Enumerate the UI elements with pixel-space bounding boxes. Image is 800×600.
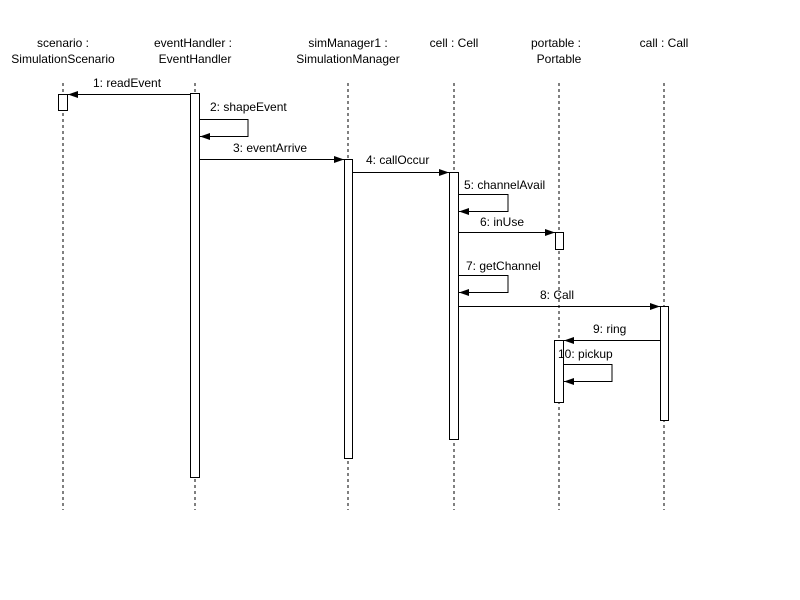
arrowhead-icon <box>334 156 344 163</box>
message-label: 6: inUse <box>480 215 524 229</box>
object-class: SimulationManager <box>296 52 399 66</box>
object-call: call : Call <box>640 36 689 50</box>
message-label: 3: eventArrive <box>233 141 307 155</box>
message-label: 1: readEvent <box>93 76 162 90</box>
message-label: 8: Call <box>540 288 574 302</box>
message-line <box>200 119 249 137</box>
message-6-inuse: 6: inUse <box>459 215 555 236</box>
object-scenario: scenario : SimulationScenario <box>11 36 115 66</box>
object-class: Portable <box>537 52 582 66</box>
message-label: 4: callOccur <box>366 153 429 167</box>
activation-portable-ring <box>554 340 564 403</box>
object-name: cell : Cell <box>430 36 479 50</box>
message-7-getchannel: 7: getChannel <box>459 259 541 296</box>
activation-eventhandler <box>190 93 200 478</box>
object-simmanager1: simManager1 : SimulationManager <box>296 36 399 66</box>
message-8-call: 8: Call <box>459 288 660 310</box>
arrowhead-icon <box>200 133 210 140</box>
activation-scenario <box>58 94 68 111</box>
arrowhead-icon <box>564 337 574 344</box>
object-eventhandler: eventHandler : EventHandler <box>154 36 232 66</box>
arrowhead-icon <box>545 229 555 236</box>
message-label: 7: getChannel <box>466 259 541 273</box>
message-9-ring: 9: ring <box>564 322 660 344</box>
object-class: EventHandler <box>159 52 232 66</box>
object-name: portable : <box>531 36 581 50</box>
message-label: 9: ring <box>593 322 626 336</box>
message-5-channelavail: 5: channelAvail <box>459 178 545 215</box>
message-4-calloccur: 4: callOccur <box>353 153 449 176</box>
message-line <box>564 364 613 382</box>
arrowhead-icon <box>564 378 574 385</box>
message-10-pickup: 10: pickup <box>558 347 613 385</box>
message-line <box>459 194 509 212</box>
object-name: simManager1 : <box>308 36 387 50</box>
message-1-readevent: 1: readEvent <box>68 76 190 98</box>
message-label: 10: pickup <box>558 347 613 361</box>
object-name: call : Call <box>640 36 689 50</box>
arrowhead-icon <box>459 289 469 296</box>
object-name: eventHandler : <box>154 36 232 50</box>
activation-cell <box>449 172 459 440</box>
arrowhead-icon <box>439 169 449 176</box>
message-2-shapeevent: 2: shapeEvent <box>200 100 287 140</box>
message-3-eventarrive: 3: eventArrive <box>200 141 344 163</box>
message-label: 5: channelAvail <box>464 178 545 192</box>
object-name: scenario : <box>37 36 89 50</box>
activation-portable-inuse <box>555 232 564 250</box>
message-line <box>459 275 509 293</box>
activation-simmanager1 <box>344 159 353 459</box>
arrowhead-icon <box>459 208 469 215</box>
arrowhead-icon <box>650 303 660 310</box>
activation-call <box>660 306 669 421</box>
object-class: SimulationScenario <box>11 52 115 66</box>
message-label: 2: shapeEvent <box>210 100 287 114</box>
arrowhead-icon <box>68 91 78 98</box>
object-portable: portable : Portable <box>531 36 582 66</box>
object-cell: cell : Cell <box>430 36 479 50</box>
